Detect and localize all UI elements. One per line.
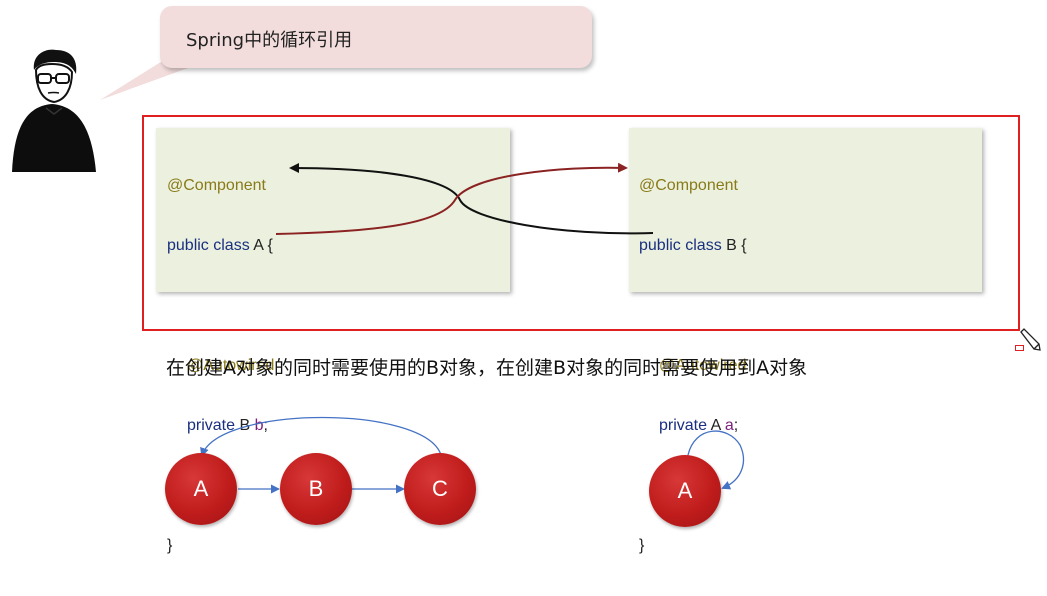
caption-text: 在创建A对象的同时需要使用的B对象，在创建B对象的同时需要使用到A对象	[166, 357, 808, 379]
class-declaration-keyword: public class	[639, 237, 722, 254]
node-c: C	[404, 453, 476, 525]
annotation-component: @Component	[639, 177, 738, 194]
field-type: A	[707, 417, 725, 434]
class-close-brace: }	[167, 537, 173, 554]
presenter-avatar	[6, 48, 101, 174]
highlight-frame	[142, 115, 1020, 331]
arrow-b-to-a	[289, 163, 654, 235]
class-name: A {	[249, 237, 273, 254]
edge-self-loop	[687, 430, 745, 490]
annotation-autowired: @Autowired	[187, 357, 275, 374]
reference-arrows	[275, 162, 654, 235]
field-name: b	[254, 417, 264, 434]
field-name: a	[724, 417, 734, 434]
person-avatar-icon	[12, 49, 96, 172]
edge-c-a	[200, 416, 442, 457]
annotation-autowired: @Autowired	[659, 357, 747, 374]
arrow-a-to-b	[275, 162, 628, 235]
field-keyword: private	[187, 417, 236, 434]
class-close-brace: }	[639, 537, 645, 554]
speech-bubble	[160, 6, 592, 68]
frame-resize-handle[interactable]	[1015, 345, 1024, 351]
bubble-title: Spring中的循环引用	[186, 30, 353, 51]
node-a: A	[165, 453, 237, 525]
field-end: ;	[733, 417, 739, 434]
field-end: ;	[263, 417, 268, 434]
code-box-b: @Component public class B { @Autowired p…	[629, 128, 982, 554]
node-self-a: A	[649, 455, 721, 527]
code-box-a: @Component public class A { @Autowired p…	[156, 128, 510, 554]
node-b: B	[280, 453, 352, 525]
field-type: B	[235, 417, 255, 434]
annotation-component: @Component	[167, 177, 266, 194]
field-keyword: private	[659, 417, 708, 434]
class-name: B {	[721, 237, 747, 254]
dependency-diagram-arrows	[200, 416, 745, 494]
class-declaration-keyword: public class	[167, 237, 250, 254]
pencil-cursor-icon	[1020, 328, 1041, 351]
